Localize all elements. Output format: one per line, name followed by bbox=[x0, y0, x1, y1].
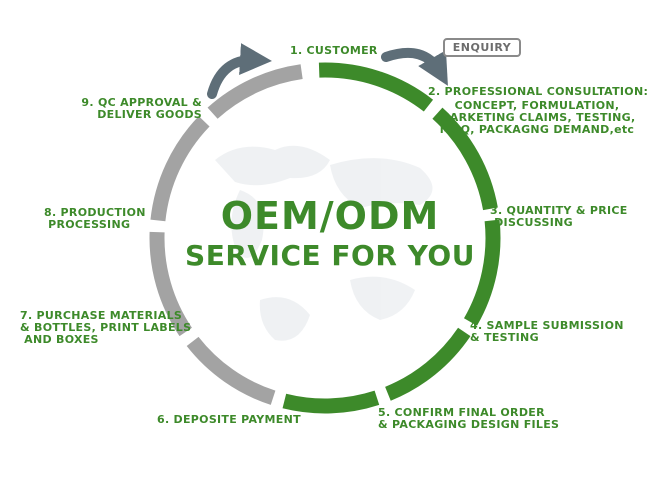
cycle-ring bbox=[149, 62, 501, 414]
ring-segment-2 bbox=[432, 107, 498, 211]
step-6-label: 6. DEPOSITE PAYMENT bbox=[157, 413, 301, 426]
step-4-label: 4. SAMPLE SUBMISSION & TESTING bbox=[470, 319, 624, 344]
step-5-label: 5. CONFIRM FINAL ORDER & PACKAGING DESIG… bbox=[378, 406, 560, 431]
ring-segment-9 bbox=[207, 64, 303, 119]
curved-arrow-left-icon bbox=[207, 43, 272, 99]
ring-segment-7 bbox=[149, 231, 193, 337]
ring-segment-4 bbox=[385, 327, 471, 401]
ring-segment-5 bbox=[282, 390, 380, 414]
ring-segment-1 bbox=[318, 62, 434, 112]
step-9-label: 9. QC APPROVAL & DELIVER GOODS bbox=[81, 96, 202, 121]
step-7-label: 7. PURCHASE MATERIALS & BOTTLES, PRINT L… bbox=[20, 309, 192, 346]
hub-title: OEM/ODM bbox=[220, 194, 440, 238]
enquiry-badge: ENQUIRY bbox=[443, 38, 521, 57]
step-1-label: 1. CUSTOMER bbox=[290, 44, 378, 57]
hub-subtitle: SERVICE FOR YOU bbox=[185, 239, 475, 272]
step-8-label: 8. PRODUCTION PROCESSING bbox=[44, 206, 146, 231]
step-3-label: 3. QUANTITY & PRICE DISCUSSING bbox=[490, 204, 628, 229]
step-2-label: 2. PROFESSIONAL CONSULTATION: bbox=[428, 85, 649, 98]
ring-segment-6 bbox=[186, 336, 276, 405]
ring-segment-8 bbox=[150, 116, 210, 222]
ring-segment-3 bbox=[463, 219, 501, 326]
curved-arrow-right-icon bbox=[381, 47, 448, 86]
step-2-details: CONCEPT, FORMULATION, MARKETING CLAIMS, … bbox=[438, 99, 636, 136]
world-map-background bbox=[215, 145, 433, 341]
